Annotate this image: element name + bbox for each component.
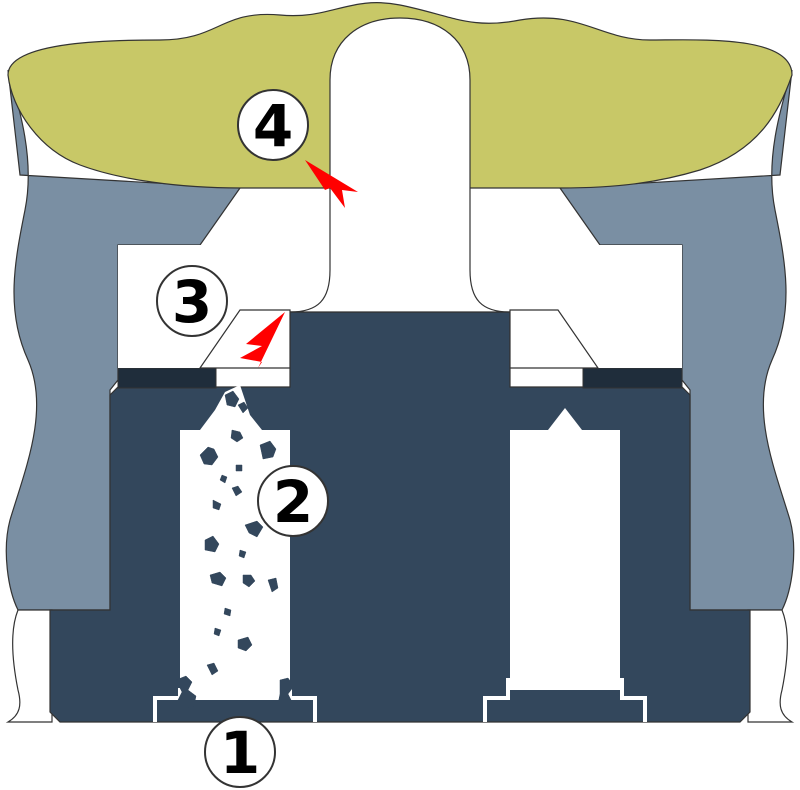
- left-chamber-seat: [198, 309, 291, 369]
- particles: [175, 390, 295, 709]
- outer-base-right: [747, 609, 795, 723]
- central-stem: [289, 17, 511, 313]
- arrow-3: [240, 312, 285, 368]
- callout-1-label: 1: [220, 719, 260, 787]
- bottom-step-right: [483, 678, 647, 722]
- callout-4: 4: [237, 89, 309, 161]
- gasket-right: [582, 367, 683, 389]
- right-channel: [510, 408, 620, 690]
- arrow-4: [305, 160, 358, 208]
- outer-block-right: [558, 69, 795, 611]
- bottom-step-left: [153, 688, 317, 722]
- outer-base-left: [5, 609, 53, 723]
- callout-2-label: 2: [273, 468, 313, 536]
- callout-2: 2: [257, 465, 329, 537]
- callout-1: 1: [204, 716, 276, 788]
- callout-3: 3: [156, 265, 228, 337]
- callout-3-label: 3: [172, 268, 212, 336]
- right-chamber-seat: [509, 309, 600, 369]
- gasket-left: [117, 367, 217, 389]
- callout-4-label: 4: [253, 92, 293, 160]
- outer-block-left: [5, 69, 242, 611]
